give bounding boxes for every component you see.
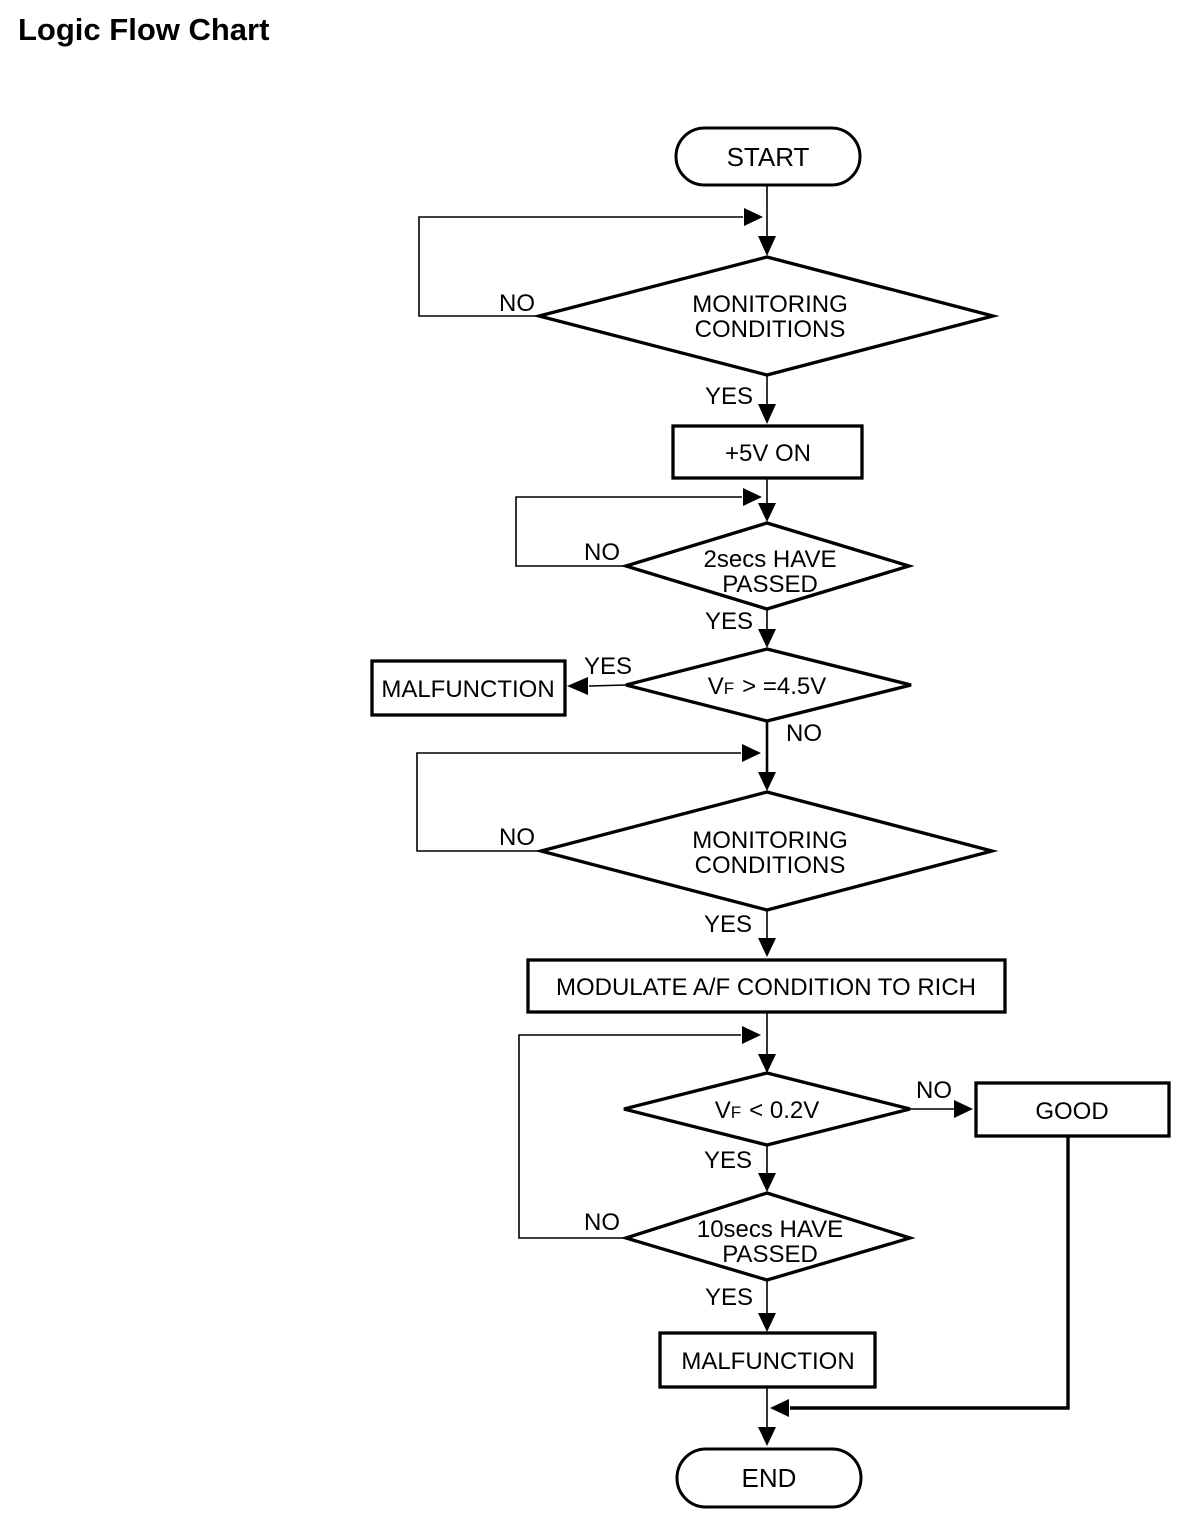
monitoring1-yes-label: YES: [705, 383, 753, 410]
monitoring2-decision: [534, 790, 999, 912]
malfunction-bottom-node: [658, 1331, 877, 1389]
arrowhead-monitoring1-loop-junction: [744, 208, 763, 226]
vf-low-label-sub: F: [731, 1103, 741, 1122]
wait10-yes-label: YES: [705, 1284, 753, 1311]
arrowhead-monitoring2-loop-junction: [742, 744, 761, 762]
arrowhead-into-end: [758, 1427, 776, 1446]
start-label: START: [727, 142, 810, 172]
arrowhead-wait10-loop-junction: [742, 1026, 761, 1044]
vf-low-label: VF < 0.2V: [715, 1097, 819, 1124]
page-title: Logic Flow Chart: [18, 12, 269, 47]
good-label: GOOD: [1035, 1098, 1108, 1125]
arrowhead-into-5v: [758, 404, 776, 424]
arrowhead-into-malfunction-left: [567, 677, 588, 695]
start-node: [674, 126, 862, 187]
monitoring2-no-label: NO: [499, 824, 535, 851]
wait-10secs-label-line1: 10secs HAVE: [697, 1216, 843, 1243]
vfhigh-yes-label: YES: [584, 653, 632, 680]
power-5v-label: +5V ON: [725, 440, 811, 467]
monitoring2-label-line2: CONDITIONS: [695, 852, 846, 879]
arrowhead-into-modulate: [758, 938, 776, 957]
vf-high-label-sub: F: [724, 679, 734, 698]
malfunction-left-label: MALFUNCTION: [381, 676, 554, 703]
arrowhead-into-malfunction-bottom: [758, 1313, 776, 1332]
vf-high-label: VF > =4.5V: [708, 673, 826, 700]
monitoring2-yes-label: YES: [704, 911, 752, 938]
wait10-no-label: NO: [584, 1209, 620, 1236]
arrowhead-into-vflow: [758, 1054, 776, 1073]
vflow-no-label: NO: [916, 1077, 952, 1104]
wait-2secs-decision: [620, 521, 915, 611]
wait2-no-label: NO: [584, 539, 620, 566]
end-label: END: [742, 1463, 797, 1493]
power-5v-node: [671, 424, 864, 480]
vf-low-label-base: V: [715, 1097, 731, 1124]
monitoring1-no-label: NO: [499, 290, 535, 317]
edge-wait2-no-loop: [515, 496, 742, 567]
wait-10secs-decision: [620, 1191, 916, 1282]
vf-low-label-cond: < 0.2V: [749, 1097, 819, 1124]
monitoring1-decision: [532, 255, 1000, 377]
arrowhead-into-wait2: [758, 503, 776, 522]
vflow-yes-label: YES: [704, 1147, 752, 1174]
arrowhead-into-vfhigh: [758, 629, 776, 648]
edge-vfhigh-yes: [588, 684, 627, 687]
good-node: [974, 1081, 1171, 1138]
wait-2secs-label-line2: PASSED: [722, 571, 818, 598]
edge-good-to-end: [790, 1136, 1070, 1410]
arrowhead-into-monitoring2: [758, 772, 776, 791]
vf-high-label-cond: > =4.5V: [742, 673, 826, 700]
wait-10secs-label-line2: PASSED: [722, 1241, 818, 1268]
edge-monitoring2-no-loop: [416, 752, 741, 852]
vf-high-label-base: V: [708, 673, 724, 700]
modulate-af-label: MODULATE A/F CONDITION TO RICH: [556, 974, 976, 1001]
monitoring1-label-line2: CONDITIONS: [695, 316, 846, 343]
arrowhead-wait2-loop-junction: [743, 488, 762, 506]
malfunction-bottom-label: MALFUNCTION: [681, 1348, 854, 1375]
monitoring1-label-line1: MONITORING: [692, 291, 848, 318]
arrowhead-into-good: [954, 1100, 973, 1118]
vf-low-decision: [623, 1071, 911, 1147]
edge-wait10-no-loop: [518, 1034, 741, 1239]
arrowhead-good-end-junction: [770, 1399, 789, 1417]
malfunction-left-node: [370, 659, 567, 717]
wait2-yes-label: YES: [705, 608, 753, 635]
wait-2secs-label-line1: 2secs HAVE: [704, 546, 837, 573]
vfhigh-no-label: NO: [786, 720, 822, 747]
vf-high-decision: [625, 647, 912, 723]
end-node: [675, 1447, 863, 1509]
modulate-af-node: [526, 958, 1007, 1014]
arrowhead-into-monitoring1: [758, 236, 776, 256]
arrowhead-into-wait10: [758, 1173, 776, 1192]
edge-monitoring1-no-loop: [418, 216, 743, 317]
monitoring2-label-line1: MONITORING: [692, 827, 848, 854]
